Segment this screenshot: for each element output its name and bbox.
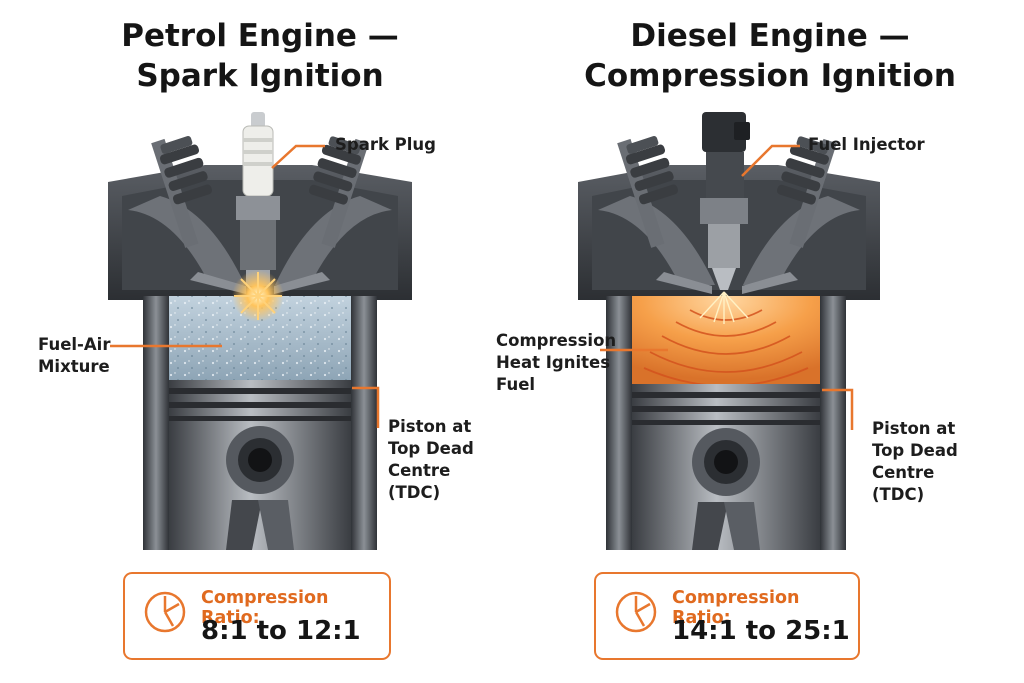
fuel-injector-leader [741,144,800,177]
diesel-piston-line: Top Dead [872,441,958,460]
fuel-air-mixture-line: Mixture [38,357,110,376]
compression-heat-line: Heat Ignites [496,353,611,372]
gauge-icon [144,591,186,633]
compression-heat-line: Fuel [496,375,536,394]
diesel-title-line1: Diesel Engine — [630,18,910,54]
diesel-ratio-value: 14:1 to 25:1 [672,616,850,646]
petrol-piston-line: Centre [388,461,451,480]
diesel-piston-leader [822,388,854,430]
diesel-piston-line: Centre [872,463,935,482]
petrol-piston-line: Piston at [388,417,472,436]
spark-plug-leader [271,144,325,169]
diesel-intake-valve [617,136,712,294]
diesel-title: Diesel Engine — Compression Ignition [540,16,1000,96]
gauge-icon [615,591,657,633]
petrol-title-line2: Spark Ignition [136,58,384,94]
petrol-piston-line: (TDC) [388,483,441,502]
petrol-title: Petrol Engine — Spark Ignition [60,16,460,96]
fuel-spray-icon [699,291,749,324]
diesel-ratio-caption: Compression Ratio: [672,588,800,628]
spark-plug [236,112,280,286]
diesel-piston-line: Piston at [872,419,956,438]
petrol-piston-leader [352,386,380,428]
petrol-compression-box: Compression Ratio: 8:1 to 12:1 [123,572,391,660]
compression-heat-line: Compression [496,331,617,350]
petrol-intake-valve [151,136,246,294]
fuel-injector [700,112,750,290]
spark-icon [232,270,284,322]
petrol-title-line1: Petrol Engine — [121,18,399,54]
diesel-engine [578,112,880,550]
spark-plug-label: Spark Plug [335,135,436,154]
petrol-ratio-caption: Compression Ratio: [201,588,329,628]
diesel-title-line2: Compression Ignition [584,58,956,94]
diesel-exhaust-valve [742,136,837,294]
petrol-exhaust-valve [274,136,369,294]
fuel-air-mixture-line: Fuel-Air [38,335,111,354]
diesel-compression-box: Compression Ratio: 14:1 to 25:1 [594,572,860,660]
petrol-engine [108,112,412,550]
petrol-piston-line: Top Dead [388,439,474,458]
fuel-injector-label: Fuel Injector [808,135,925,154]
diesel-piston-line: (TDC) [872,485,925,504]
petrol-ratio-value: 8:1 to 12:1 [201,616,361,646]
